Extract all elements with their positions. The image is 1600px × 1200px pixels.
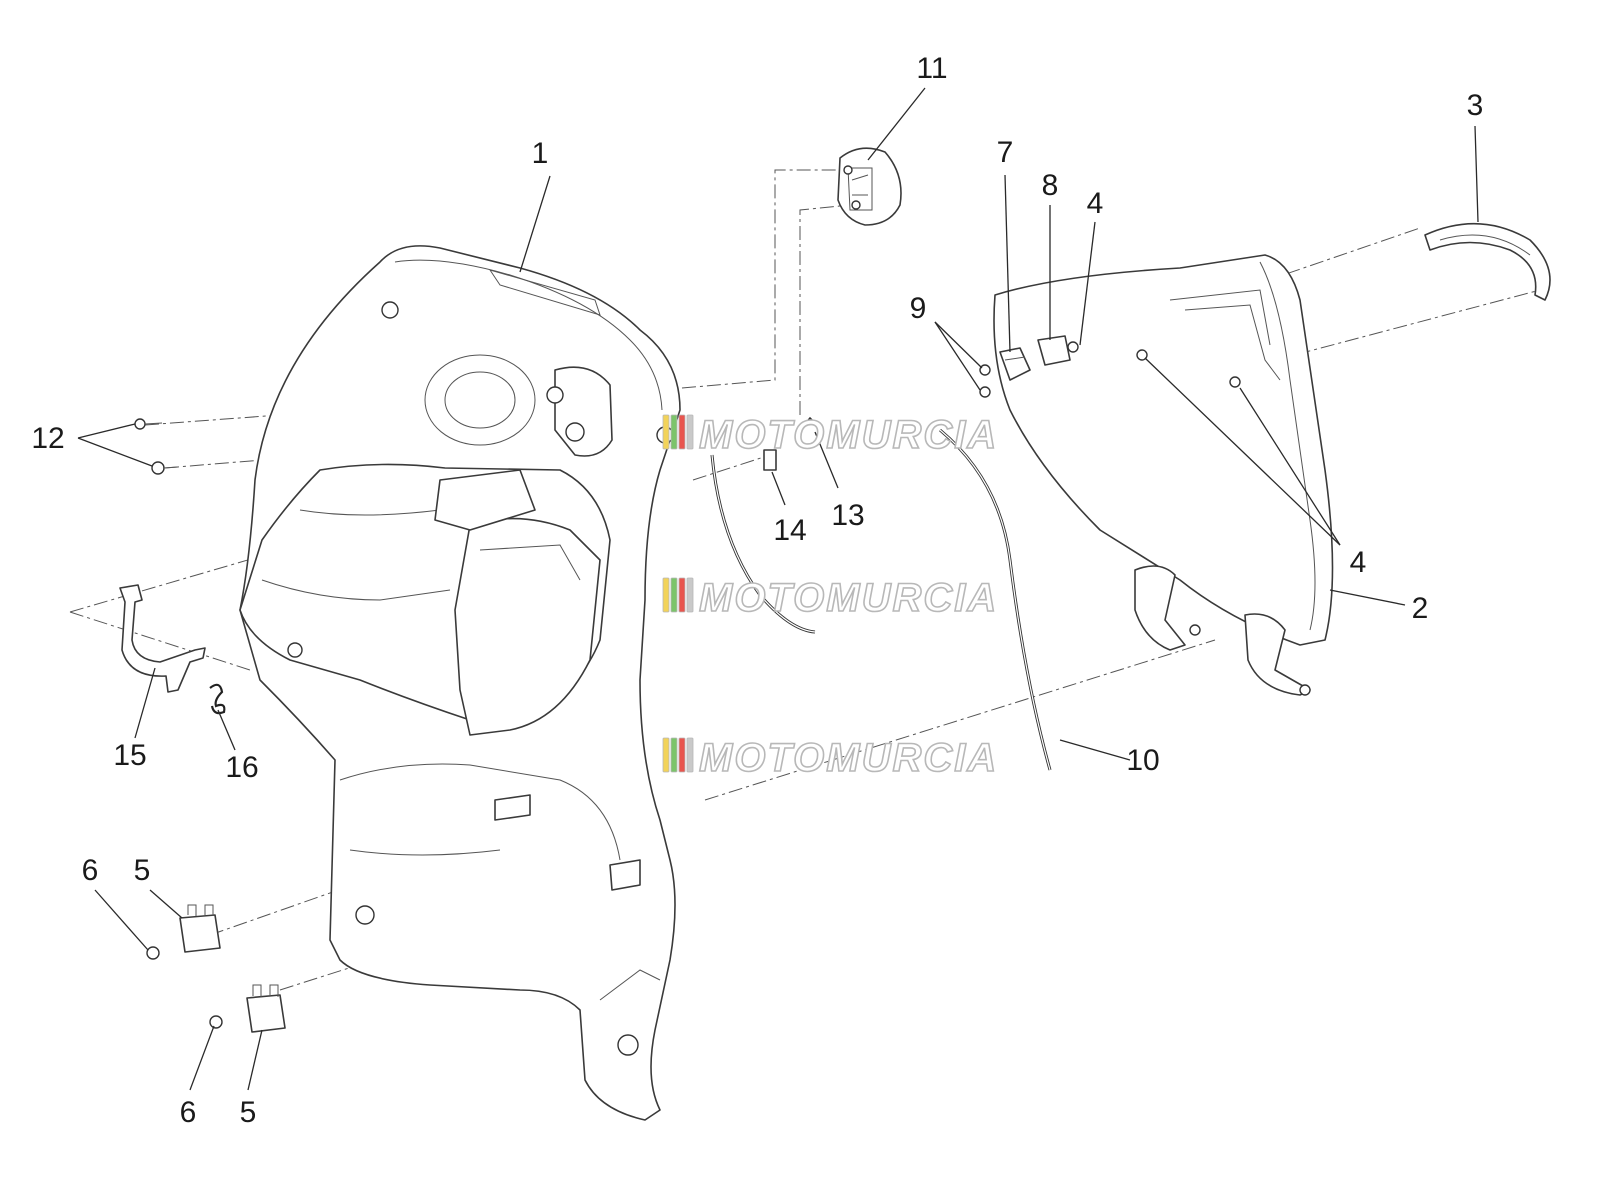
callout-labels: 1 2 3 4 4 5 5 6 6 7 8 9 10 11 12 13 14 1… xyxy=(31,52,1483,1129)
callout-4a: 4 xyxy=(1087,187,1104,220)
part-13-wire xyxy=(797,416,823,433)
callout-4b: 4 xyxy=(1350,546,1367,579)
callout-9: 9 xyxy=(910,292,927,325)
part-16-spring xyxy=(209,683,226,715)
part-10-cable xyxy=(939,428,1052,771)
callout-2: 2 xyxy=(1412,592,1429,625)
callout-10: 10 xyxy=(1126,744,1159,777)
part-2-glove-box-door xyxy=(993,254,1334,696)
part-11-cap xyxy=(837,147,902,226)
part-cable-left xyxy=(710,454,816,634)
callout-8: 8 xyxy=(1042,169,1059,202)
part-1-leg-shield xyxy=(239,245,681,1121)
callout-1: 1 xyxy=(532,137,549,170)
callout-3: 3 xyxy=(1467,89,1484,122)
leader-lines xyxy=(77,87,1479,1091)
part-5-clip-upper xyxy=(179,904,221,953)
part-8-bracket xyxy=(1037,335,1071,366)
callout-14: 14 xyxy=(773,514,806,547)
callout-5b: 5 xyxy=(240,1096,257,1129)
screws xyxy=(134,341,1241,1029)
watermark-top: MOTOMURCIA xyxy=(662,412,998,458)
callout-13: 13 xyxy=(831,499,864,532)
callout-12: 12 xyxy=(31,422,64,455)
callout-6b: 6 xyxy=(180,1096,197,1129)
watermark-text: MOTOMURCIA xyxy=(699,576,998,620)
watermark-logo-icon xyxy=(662,414,694,450)
watermark-bottom: MOTOMURCIA xyxy=(662,735,998,781)
callout-7: 7 xyxy=(997,136,1014,169)
part-5-clip-lower xyxy=(246,984,286,1033)
callout-5a: 5 xyxy=(134,854,151,887)
callout-11: 11 xyxy=(916,52,947,85)
watermark-logo-icon xyxy=(662,737,694,773)
part-7-hinge xyxy=(999,347,1031,381)
watermark-logo-icon xyxy=(662,577,694,613)
callout-6a: 6 xyxy=(82,854,99,887)
watermark-text: MOTOMURCIA xyxy=(699,413,998,457)
part-3-trim xyxy=(1424,222,1551,301)
callout-15: 15 xyxy=(113,739,146,772)
part-15-lever xyxy=(119,584,206,693)
watermark-middle: MOTOMURCIA xyxy=(662,575,998,621)
part-14-clip xyxy=(763,449,777,471)
watermark-text: MOTOMURCIA xyxy=(699,736,998,780)
callout-16: 16 xyxy=(225,751,258,784)
